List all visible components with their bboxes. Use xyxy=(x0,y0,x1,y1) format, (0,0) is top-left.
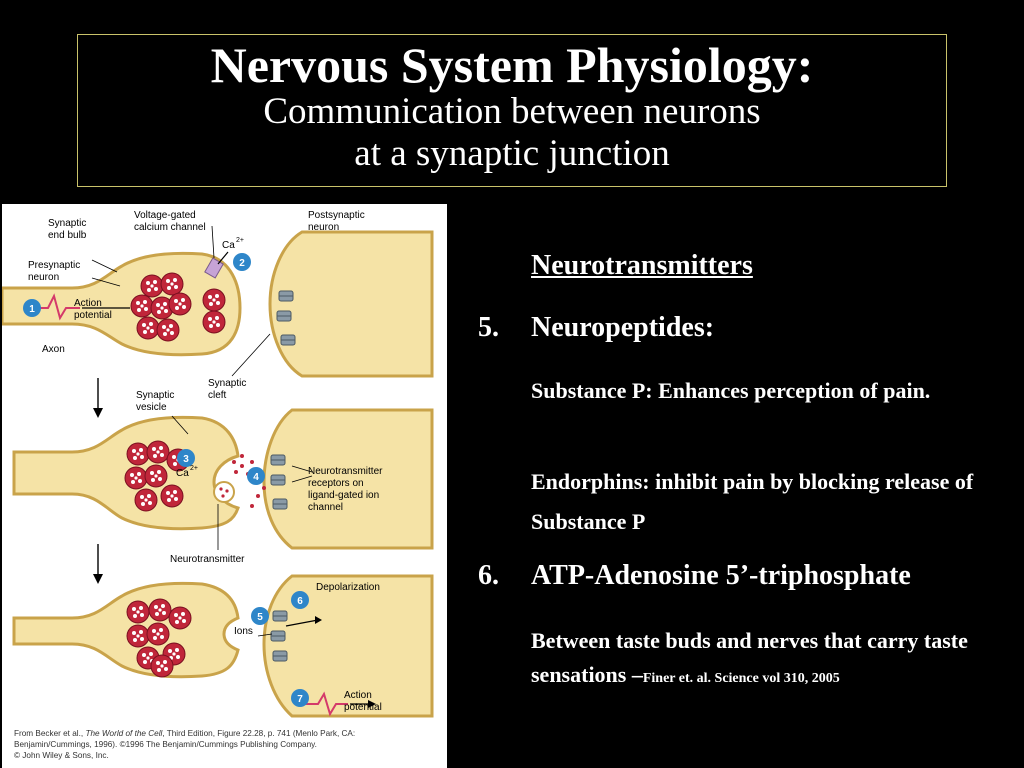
panel-1: 1 2 Synaptic end bulb Voltage-gated calc… xyxy=(2,210,434,401)
title-box: Nervous System Physiology: Communication… xyxy=(77,34,947,187)
step-badge-6: 6 xyxy=(297,596,303,607)
credit-line3: © John Wiley & Sons, Inc. xyxy=(14,751,109,760)
label-ca-top-sup: 2+ xyxy=(236,237,244,244)
endorphins-text: Endorphins: inhibit pain by blocking rel… xyxy=(531,469,974,534)
label-postsynaptic-1: Postsynaptic xyxy=(308,210,365,221)
atp-description-text: Between taste buds and nerves that carry… xyxy=(531,628,968,687)
label-action-potential-1: Action xyxy=(74,298,102,309)
step-badge-7: 7 xyxy=(297,694,303,705)
panel-2: 3 4 Synaptic vesicle Ca 2+ Neurotransmit… xyxy=(12,390,434,565)
label-postsynaptic-2: neuron xyxy=(308,222,339,233)
item-5-text: Neuropeptides: xyxy=(531,312,715,343)
label-presynaptic-1: Presynaptic xyxy=(28,260,80,271)
step-badge-5: 5 xyxy=(257,612,263,623)
item-6-text: ATP-Adenosine 5’-triphosphate xyxy=(531,560,911,591)
page-subtitle-line1: Communication between neurons xyxy=(263,91,761,132)
label-voltage-gated-2: calcium channel xyxy=(134,222,206,233)
label-ca-mid: Ca xyxy=(176,468,189,479)
label-action-potential-2: potential xyxy=(74,310,112,321)
flow-arrow-2 xyxy=(93,544,103,584)
label-voltage-gated-1: Voltage-gated xyxy=(134,210,196,221)
label-synaptic-end-bulb-1: Synaptic xyxy=(48,218,86,229)
label-synaptic-vesicle-1: Synaptic xyxy=(136,390,174,401)
label-receptors-2: receptors on xyxy=(308,478,364,489)
label-presynaptic-2: neuron xyxy=(28,272,59,283)
step-badge-2: 2 xyxy=(239,258,245,269)
step-badge-1: 1 xyxy=(29,304,35,315)
credit-line1-a: From Becker et al., xyxy=(14,729,85,738)
step-badge-3: 3 xyxy=(183,454,189,465)
item-5-number: 5. xyxy=(478,312,499,343)
section-heading: Neurotransmitters xyxy=(531,250,753,281)
page-subtitle-line2: at a synaptic junction xyxy=(354,133,670,174)
flow-arrow-1 xyxy=(93,378,103,418)
page-title: Nervous System Physiology: xyxy=(210,37,814,93)
credit-line2: Benjamin/Cummings, 1996). ©1996 The Benj… xyxy=(14,740,317,749)
label-synaptic-cleft-2: cleft xyxy=(208,390,227,401)
label-synaptic-end-bulb-2: end bulb xyxy=(48,230,87,241)
atp-description: Between taste buds and nerves that carry… xyxy=(531,624,991,692)
credit-line1-c: , Third Edition, Figure 22.28, p. 741 (M… xyxy=(162,729,355,738)
item-6-number: 6. xyxy=(478,560,499,591)
label-action-potential-b2: potential xyxy=(344,702,382,713)
label-axon: Axon xyxy=(42,344,65,355)
label-depolarization: Depolarization xyxy=(316,582,380,593)
label-ca-top: Ca xyxy=(222,240,235,251)
label-action-potential-b1: Action xyxy=(344,690,372,701)
step-badge-4: 4 xyxy=(253,472,259,483)
label-synaptic-cleft-1: Synaptic xyxy=(208,378,246,389)
citation-text: Finer et. al. Science vol 310, 2005 xyxy=(642,671,840,686)
label-neurotransmitter: Neurotransmitter xyxy=(170,554,245,565)
credit-line1-b: The World of the Cell xyxy=(85,729,162,738)
panel-3: 6 5 7 Depolarization Ions Action potenti… xyxy=(12,574,434,718)
label-receptors-1: Neurotransmitter xyxy=(308,466,383,477)
label-synaptic-vesicle-2: vesicle xyxy=(136,402,167,413)
label-receptors-3: ligand-gated ion xyxy=(308,490,379,501)
synapse-figure: 1 2 Synaptic end bulb Voltage-gated calc… xyxy=(2,204,447,768)
label-receptors-4: channel xyxy=(308,502,343,513)
label-ions: Ions xyxy=(234,626,253,637)
label-ca-mid-sup: 2+ xyxy=(190,465,198,472)
svg-text:From Becker et al., The World: From Becker et al., The World of the Cel… xyxy=(14,729,355,738)
substance-p-text: Substance P: Enhances perception of pain… xyxy=(531,378,931,403)
figure-credit: From Becker et al., The World of the Cel… xyxy=(14,729,355,760)
